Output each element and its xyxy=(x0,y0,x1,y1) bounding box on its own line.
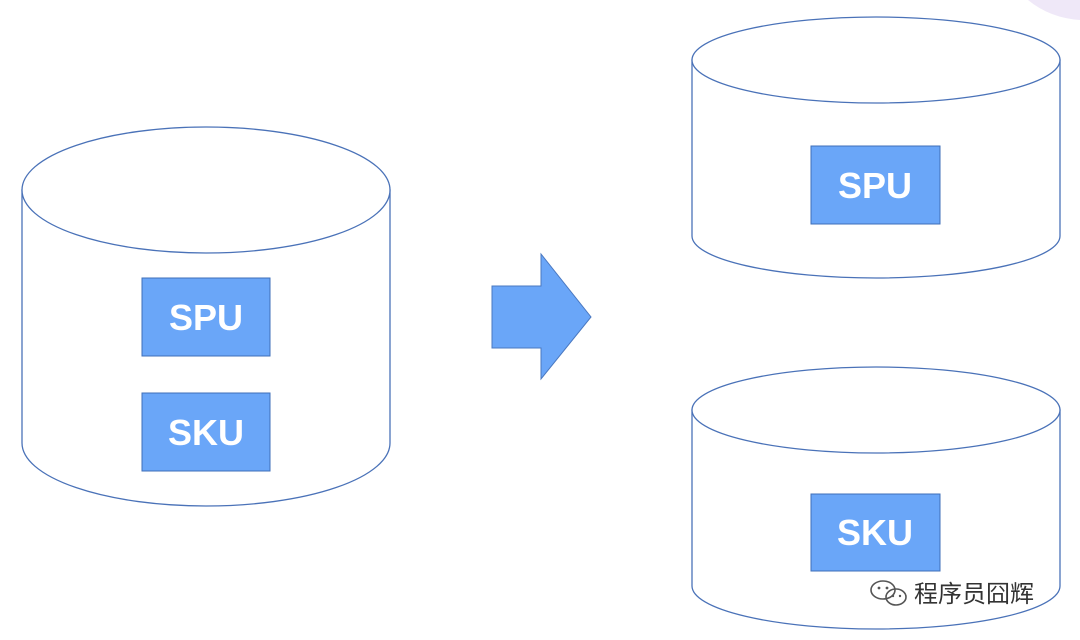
target-spu-database-top xyxy=(691,16,1061,104)
target-sku-label: SKU xyxy=(837,512,913,553)
target-spu-database: SPU xyxy=(691,16,1061,279)
target-spu-box: SPU xyxy=(810,145,941,225)
corner-decoration xyxy=(1028,0,1080,20)
wechat-icon xyxy=(870,580,907,606)
target-sku-database: SKU xyxy=(691,366,1061,630)
source-database-top xyxy=(21,126,391,254)
source-sku-box: SKU xyxy=(141,392,271,472)
target-spu-label: SPU xyxy=(838,165,912,206)
source-spu-label: SPU xyxy=(169,297,243,338)
split-arrow-icon xyxy=(491,252,592,381)
target-sku-box: SKU xyxy=(810,493,941,572)
watermark-text: 程序员囧辉 xyxy=(914,580,1034,608)
watermark: 程序员囧辉 xyxy=(870,580,1034,608)
source-sku-label: SKU xyxy=(168,412,244,453)
target-sku-database-top xyxy=(691,366,1061,454)
source-spu-box: SPU xyxy=(141,277,271,357)
source-database: SPU SKU xyxy=(21,126,391,507)
